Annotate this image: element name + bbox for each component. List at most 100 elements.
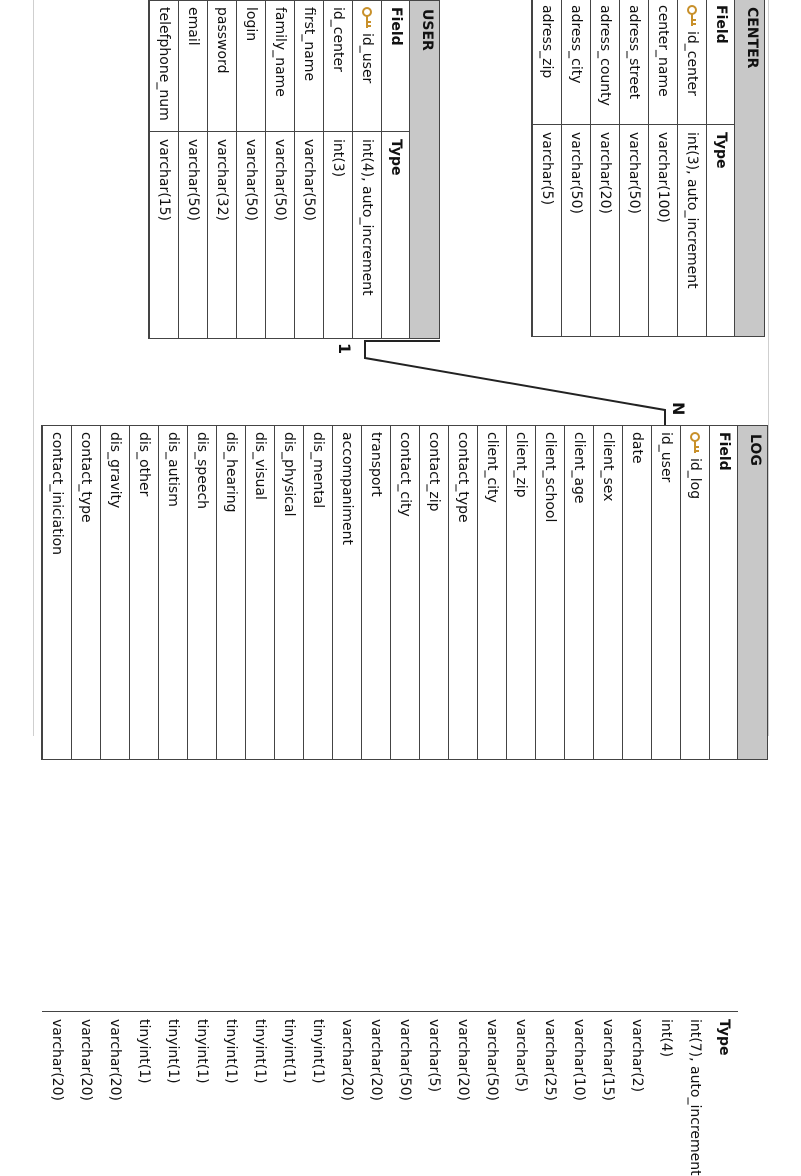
primary-key-icon <box>360 7 374 33</box>
field-name: id_user <box>658 432 674 483</box>
field-type: varchar(20) <box>339 1019 355 1101</box>
page-edge-left <box>33 0 34 736</box>
field-name: id_log <box>687 458 703 500</box>
row-divider <box>149 1 150 338</box>
cardinality-one: 1 <box>335 343 354 355</box>
field-type: int(4), auto_increment <box>359 139 375 296</box>
field-type: int(4) <box>658 1019 674 1058</box>
field-name: center_name <box>655 5 671 97</box>
row-divider <box>42 426 43 759</box>
field-type-divider <box>149 131 410 132</box>
field-name: family_name <box>272 7 288 97</box>
field-type-divider <box>532 124 735 125</box>
field-type: varchar(50) <box>484 1019 500 1101</box>
field-type: tinyint(1) <box>136 1019 152 1084</box>
row-divider <box>294 1 295 338</box>
field-name: password <box>214 7 230 74</box>
row-divider <box>619 0 620 336</box>
field-type: varchar(20) <box>597 132 613 214</box>
field-type: varchar(50) <box>568 132 584 214</box>
field-name: first_name <box>301 7 317 82</box>
field-type: tinyint(1) <box>281 1019 297 1084</box>
table-title-band <box>737 426 767 759</box>
row-divider <box>390 426 391 759</box>
field-type: int(3), auto_increment <box>684 132 700 289</box>
table-title-band <box>734 0 764 336</box>
field-name: adress_city <box>568 5 584 84</box>
field-type: varchar(20) <box>78 1019 94 1101</box>
field-type: int(7), auto_increment <box>687 1019 703 1176</box>
relationship-line <box>364 340 666 425</box>
field-type: varchar(50) <box>243 139 259 221</box>
row-divider <box>158 426 159 759</box>
field-name: client_zip <box>513 432 529 498</box>
field-type: varchar(20) <box>455 1019 471 1101</box>
field-type: varchar(25) <box>542 1019 558 1101</box>
field-type: varchar(5) <box>513 1019 529 1093</box>
field-type: varchar(50) <box>301 139 317 221</box>
row-divider <box>332 426 333 759</box>
row-divider <box>245 426 246 759</box>
row-divider <box>677 0 678 336</box>
row-divider <box>535 426 536 759</box>
field-name: client_sex <box>600 432 616 502</box>
field-type: varchar(20) <box>368 1019 384 1101</box>
field-name: contact_zip <box>426 432 442 512</box>
field-name: id_center <box>684 31 700 96</box>
row-divider <box>236 1 237 338</box>
field-type: tinyint(1) <box>310 1019 326 1084</box>
row-divider <box>593 426 594 759</box>
field-type: varchar(15) <box>600 1019 616 1101</box>
field-type: varchar(50) <box>626 132 642 214</box>
field-type: varchar(50) <box>272 139 288 221</box>
field-name: client_age <box>571 432 587 504</box>
row-divider <box>361 426 362 759</box>
field-type: varchar(20) <box>107 1019 123 1101</box>
row-divider <box>323 1 324 338</box>
row-divider <box>648 0 649 336</box>
field-name: dis_gravity <box>107 432 123 509</box>
field-name: adress_zip <box>539 5 555 79</box>
field-name: contact_type <box>455 432 471 523</box>
page-edge-right <box>768 0 769 736</box>
primary-key-icon <box>685 5 699 31</box>
field-type: tinyint(1) <box>165 1019 181 1084</box>
field-type: tinyint(1) <box>223 1019 239 1084</box>
field-name: client_school <box>542 432 558 523</box>
table-title: USER <box>419 9 435 51</box>
field-name: dis_physical <box>281 432 297 517</box>
type-column-header: Type <box>388 139 404 176</box>
primary-key-icon <box>688 432 702 458</box>
row-divider <box>651 426 652 759</box>
field-name: client_city <box>484 432 500 503</box>
row-divider <box>265 1 266 338</box>
field-type: varchar(100) <box>655 132 671 223</box>
row-divider <box>187 426 188 759</box>
field-name: dis_autism <box>165 432 181 507</box>
field-type: varchar(20) <box>49 1019 65 1101</box>
row-divider <box>532 0 533 336</box>
field-name: contact_type <box>78 432 94 523</box>
row-divider <box>590 0 591 336</box>
row-divider <box>178 1 179 338</box>
row-divider <box>506 426 507 759</box>
field-name: id_user <box>359 33 375 84</box>
row-divider <box>709 426 710 759</box>
field-name: dis_speech <box>194 432 210 510</box>
field-column-header: Field <box>716 432 732 471</box>
field-type: varchar(5) <box>426 1019 442 1093</box>
field-column-header: Field <box>388 7 404 46</box>
field-name: email <box>185 7 201 46</box>
field-name: telefphone_num <box>156 7 172 121</box>
field-name: dis_mental <box>310 432 326 509</box>
field-type: varchar(10) <box>571 1019 587 1101</box>
row-divider <box>622 426 623 759</box>
row-divider <box>274 426 275 759</box>
row-divider <box>129 426 130 759</box>
row-divider <box>381 1 382 338</box>
field-type: varchar(50) <box>185 139 201 221</box>
field-type: varchar(32) <box>214 139 230 221</box>
